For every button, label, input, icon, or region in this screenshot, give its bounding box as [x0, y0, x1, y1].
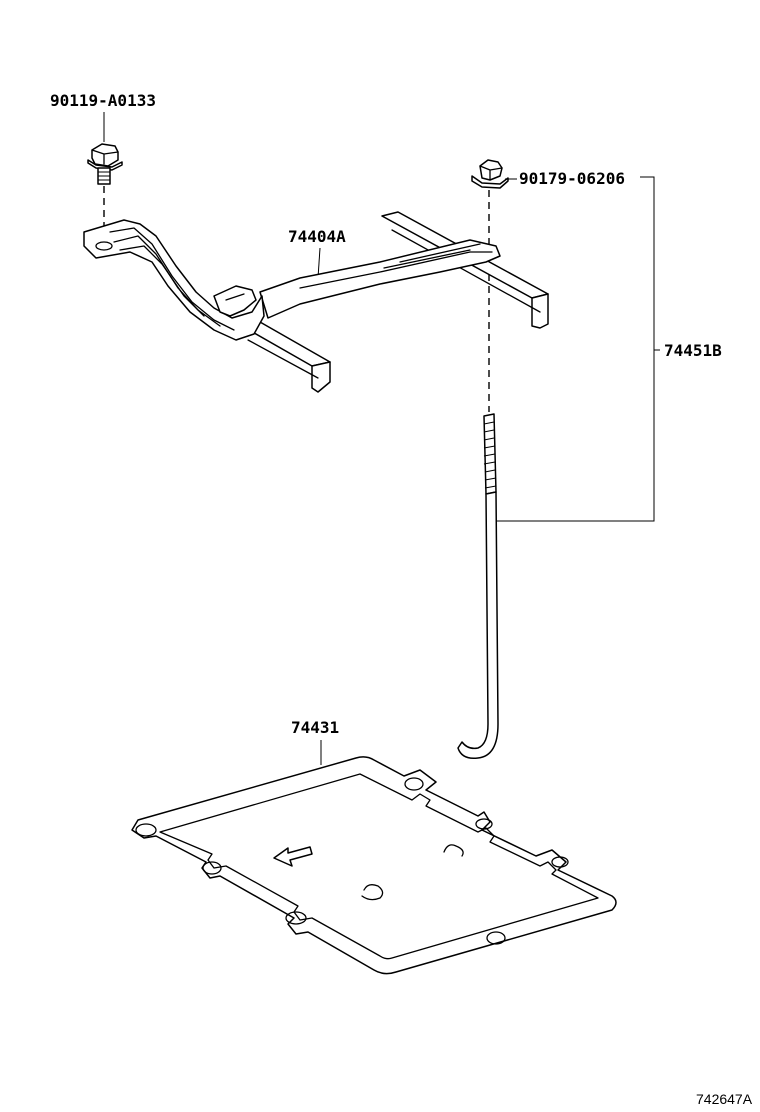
battery-tray	[131, 756, 617, 975]
figure-reference: 742647A	[696, 1091, 753, 1107]
label-bolt-part-number: 90119-A0133	[50, 91, 156, 110]
label-clamp-part-number: 74404A	[288, 227, 346, 246]
tray-hole-1	[443, 844, 464, 857]
front-arrow-icon	[273, 846, 313, 867]
battery-clamp	[83, 219, 501, 341]
bracket-rod-set	[495, 176, 655, 522]
tray-hole-2	[361, 884, 384, 901]
hold-down-rod	[457, 413, 499, 760]
label-nut-part-number: 90179-06206	[519, 169, 625, 188]
bolt-icon	[87, 143, 123, 185]
leader-clamp	[317, 247, 321, 279]
label-tray-part-number: 74431	[291, 718, 339, 737]
label-rod-set-part-number: 74451B	[664, 341, 722, 360]
nut-icon	[471, 159, 509, 189]
